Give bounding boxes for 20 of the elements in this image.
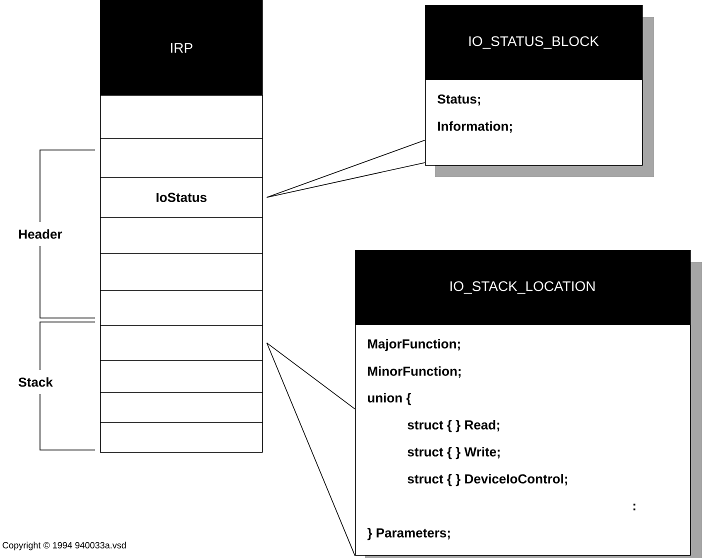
leader-line — [266, 140, 426, 198]
structure-box: IO_STACK_LOCATION MajorFunction; MinorFunction; union { struct { } Read; struct { } Write; struct { } DeviceIoControl; : } Parameters; — [355, 250, 702, 558]
stack-row — [100, 253, 263, 291]
stack-row — [100, 422, 263, 453]
leader-line — [266, 162, 426, 198]
bracket-label: Stack — [18, 377, 53, 387]
field-row: IoStatus — [100, 177, 263, 218]
bracket-label: Header — [18, 229, 62, 239]
stack-row — [100, 325, 263, 361]
structure-box: IO_STATUS_BLOCK Status; Information; — [425, 5, 654, 177]
copyright-note: Copyright © 1994 940033a.vsd — [2, 542, 126, 550]
leader-line — [266, 342, 356, 556]
stack-row — [100, 217, 263, 254]
stack-row — [100, 392, 263, 423]
header-box: IRP — [100, 0, 263, 96]
stack-row — [100, 360, 263, 393]
stack-row — [100, 138, 263, 178]
stack-row — [100, 290, 263, 326]
leader-line — [266, 342, 356, 410]
stack-row — [100, 95, 263, 139]
